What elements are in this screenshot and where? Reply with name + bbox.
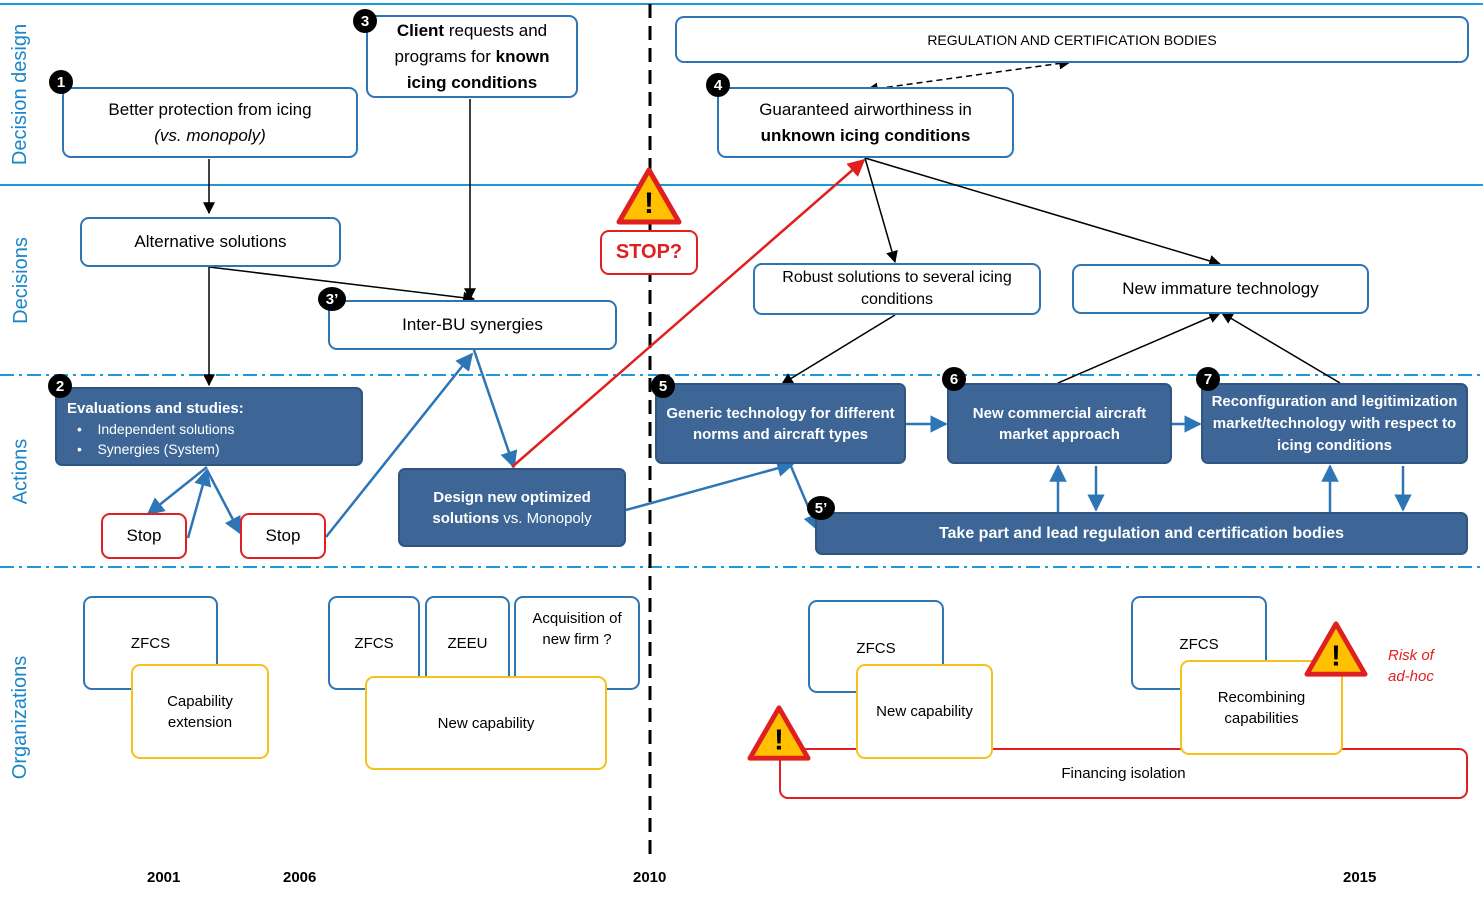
year-label-2010: 2010 bbox=[633, 869, 667, 886]
lane-label-decisions: Decisions bbox=[9, 236, 32, 324]
acquisition-box: Acquisition of new firm ? bbox=[514, 596, 640, 690]
svg-text:!: ! bbox=[1331, 640, 1341, 672]
stop-box-1: Stop bbox=[101, 513, 187, 559]
reconfiguration-box: Reconfiguration and legitimization marke… bbox=[1201, 383, 1468, 464]
year-label-2015: 2015 bbox=[1343, 869, 1377, 886]
step-number-6: 6 bbox=[942, 367, 966, 391]
warning-triangle-icon: ! bbox=[1304, 621, 1368, 677]
svg-text:!: ! bbox=[644, 187, 654, 220]
new-immature-technology-box: New immature technology bbox=[1072, 264, 1369, 314]
take-part-regulation-box: Take part and lead regulation and certif… bbox=[815, 512, 1468, 555]
lane-label-actions: Actions bbox=[9, 438, 32, 504]
warning-triangle-icon: ! bbox=[747, 705, 811, 761]
lane-label-decision-design: Decision design bbox=[9, 23, 32, 166]
alternative-solutions-box: Alternative solutions bbox=[80, 217, 341, 267]
warning-triangle-icon: ! bbox=[616, 167, 682, 225]
design-new-solutions-box: Design new optimized solutions vs. Monop… bbox=[398, 468, 626, 547]
step-number-7: 7 bbox=[1196, 367, 1220, 391]
stop-question-box: STOP? bbox=[600, 230, 698, 275]
capability-extension-box: Capability extension bbox=[131, 664, 269, 759]
red-escalation-arrow bbox=[511, 158, 866, 468]
step-number-3: 3 bbox=[353, 9, 377, 33]
step-number-5: 5 bbox=[651, 374, 675, 398]
year-label-2006: 2006 bbox=[283, 869, 317, 886]
inter-bu-synergies-box: Inter-BU synergies bbox=[328, 300, 617, 350]
new-capability-box-2: New capability bbox=[856, 664, 993, 759]
evaluations-studies-box: Evaluations and studies: • Independent s… bbox=[55, 387, 363, 466]
risk-note: Risk of ad-hoc bbox=[1388, 647, 1434, 685]
client-requests-box: Client requests and programs for known i… bbox=[366, 15, 578, 98]
new-capability-box-1: New capability bbox=[365, 676, 607, 770]
evaluation-item: Synergies (System) bbox=[97, 441, 220, 457]
better-protection-box: Better protection from icing (vs. monopo… bbox=[62, 87, 358, 158]
guaranteed-airworthiness-box: Guaranteed airworthiness in unknown icin… bbox=[717, 87, 1014, 158]
generic-technology-box: Generic technology for different norms a… bbox=[655, 383, 906, 464]
step-number-1: 1 bbox=[49, 70, 73, 94]
step-number-5-prime: 5’ bbox=[807, 496, 835, 520]
stop-box-2: Stop bbox=[240, 513, 326, 559]
lane-label-organizations: Organizations bbox=[9, 655, 32, 779]
robust-solutions-box: Robust solutions to several icing condit… bbox=[753, 263, 1041, 315]
step-number-3-prime: 3’ bbox=[318, 287, 346, 311]
commercial-approach-box: New commercial aircraft market approach bbox=[947, 383, 1172, 464]
step-number-2: 2 bbox=[48, 374, 72, 398]
regulation-bodies-box: REGULATION AND CERTIFICATION BODIES bbox=[675, 16, 1469, 63]
step-number-4: 4 bbox=[706, 73, 730, 97]
evaluation-item: Independent solutions bbox=[97, 421, 235, 437]
year-label-2001: 2001 bbox=[147, 869, 181, 886]
svg-text:!: ! bbox=[774, 724, 784, 756]
